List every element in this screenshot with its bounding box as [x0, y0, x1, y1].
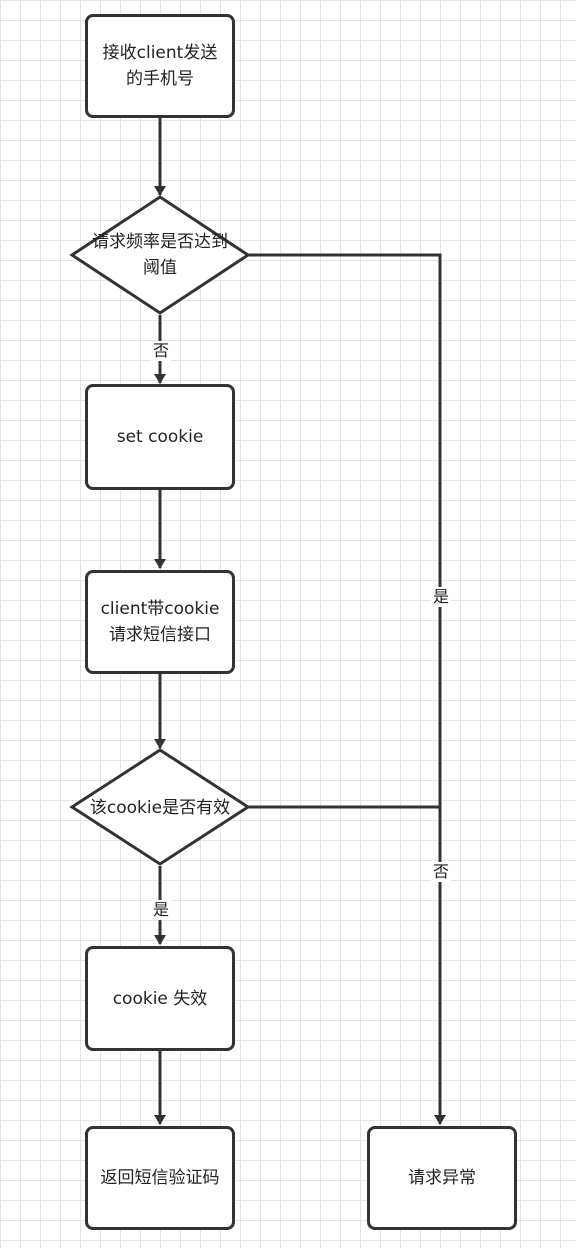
- node-receive-text: 接收client发送的手机号: [102, 43, 218, 89]
- node-set-cookie-text: set cookie: [116, 427, 204, 447]
- node-cookie-invalid: cookie 失效: [85, 946, 235, 1051]
- node-cookie-invalid-text: cookie 失效: [112, 988, 208, 1009]
- node-set-cookie: set cookie: [85, 384, 235, 490]
- edge-label-rate-yes: 是: [431, 587, 452, 607]
- node-client-request: client带cookie请求短信接口: [85, 570, 235, 674]
- node-return-code: 返回短信验证码: [85, 1126, 235, 1230]
- edge-label-valid-no: 否: [431, 862, 452, 882]
- rate-check-diamond: [69, 195, 251, 315]
- node-client-request-text: client带cookie请求短信接口: [100, 599, 220, 645]
- cookie-valid-diamond: [69, 748, 251, 866]
- edge-rate-to-exception: [248, 253, 446, 1125]
- node-exception-text: 请求异常: [408, 1168, 476, 1188]
- edge-label-rate-no: 否: [151, 341, 172, 361]
- rate-check-text: 请求频率是否达到阈值: [92, 232, 228, 278]
- cookie-valid-text: 该cookie是否有效: [89, 798, 231, 818]
- edge-label-valid-yes: 是: [151, 900, 172, 920]
- node-return-code-text: 返回短信验证码: [100, 1168, 220, 1188]
- node-exception: 请求异常: [367, 1126, 517, 1230]
- node-receive: 接收client发送的手机号: [85, 14, 235, 118]
